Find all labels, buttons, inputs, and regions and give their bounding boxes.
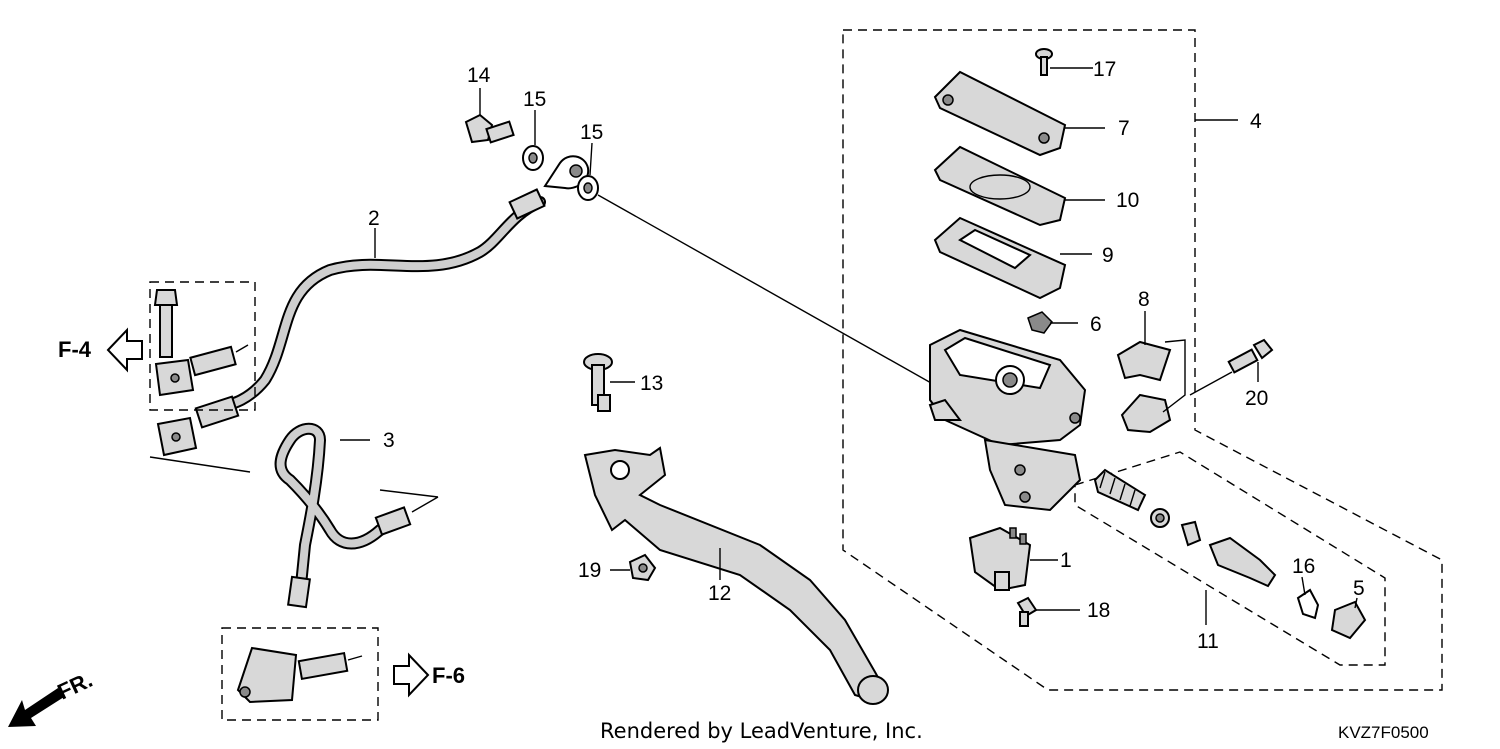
master-cylinder-assembly-outline [842, 29, 1443, 691]
diaphragm-9 [933, 216, 1067, 300]
hose-to-cylinder-guide [597, 194, 941, 389]
callout-12: 12 [708, 582, 731, 605]
callout-7: 7 [1118, 117, 1130, 140]
holder-8 [1116, 339, 1186, 434]
arrow-right-icon [393, 652, 430, 698]
callout-18: 18 [1087, 599, 1110, 622]
brake-switch-1 [968, 526, 1032, 592]
callout-1: 1 [1060, 549, 1072, 572]
callout-11: 11 [1197, 630, 1219, 653]
callout-14: 14 [467, 64, 491, 87]
callout-9: 9 [1102, 244, 1114, 267]
lever-12 [583, 446, 889, 705]
reservoir-cap-7 [933, 70, 1067, 157]
callout-labels: 1 2 3 4 5 6 7 8 9 10 11 12 13 14 15 15 1… [368, 58, 1365, 653]
callout-10: 10 [1116, 189, 1139, 212]
front-indicator: FR. [8, 667, 96, 727]
callout-2: 2 [368, 207, 380, 230]
callout-17: 17 [1093, 58, 1116, 81]
pivot-bolt-13 [583, 353, 613, 412]
brake-pipe [149, 422, 439, 609]
arrow-left-icon [106, 327, 143, 373]
callout-19: 19 [578, 559, 601, 582]
master-cylinder-body [928, 328, 1087, 512]
callout-15-right: 15 [580, 121, 603, 144]
leader-lines [340, 67, 1358, 611]
piston-set-11 [1093, 468, 1367, 640]
callout-8: 8 [1138, 288, 1150, 311]
f4-detail [149, 281, 256, 411]
f4-label: F-4 [58, 337, 92, 362]
f6-label: F-6 [432, 663, 465, 688]
f6-detail [221, 627, 379, 721]
credit-text: Rendered by LeadVenture, Inc. [600, 719, 923, 743]
callout-4: 4 [1250, 110, 1262, 133]
f6-reference: F-6 [393, 652, 465, 698]
callout-20: 20 [1245, 387, 1268, 410]
lever-nut-19 [628, 553, 657, 582]
diagram-code: KVZ7F0500 [1338, 723, 1429, 742]
callout-15-left: 15 [523, 88, 546, 111]
callout-6: 6 [1090, 313, 1102, 336]
f4-reference: F-4 [58, 327, 143, 373]
screw-17 [1035, 48, 1053, 76]
float-6 [1027, 311, 1053, 334]
diaphragm-plate-10 [933, 145, 1067, 227]
sealing-washer-15b-hole [583, 182, 593, 194]
banjo-bolt-14 [464, 113, 515, 144]
sealing-washer-15a-hole [528, 152, 538, 164]
screw-18 [1016, 596, 1038, 627]
front-arrow-icon [8, 688, 64, 727]
bolt-20 [1189, 338, 1274, 396]
callout-13: 13 [640, 372, 663, 395]
callout-5: 5 [1353, 577, 1365, 600]
callout-3: 3 [383, 429, 395, 452]
brake-hose [156, 155, 590, 457]
callout-16: 16 [1292, 555, 1315, 578]
